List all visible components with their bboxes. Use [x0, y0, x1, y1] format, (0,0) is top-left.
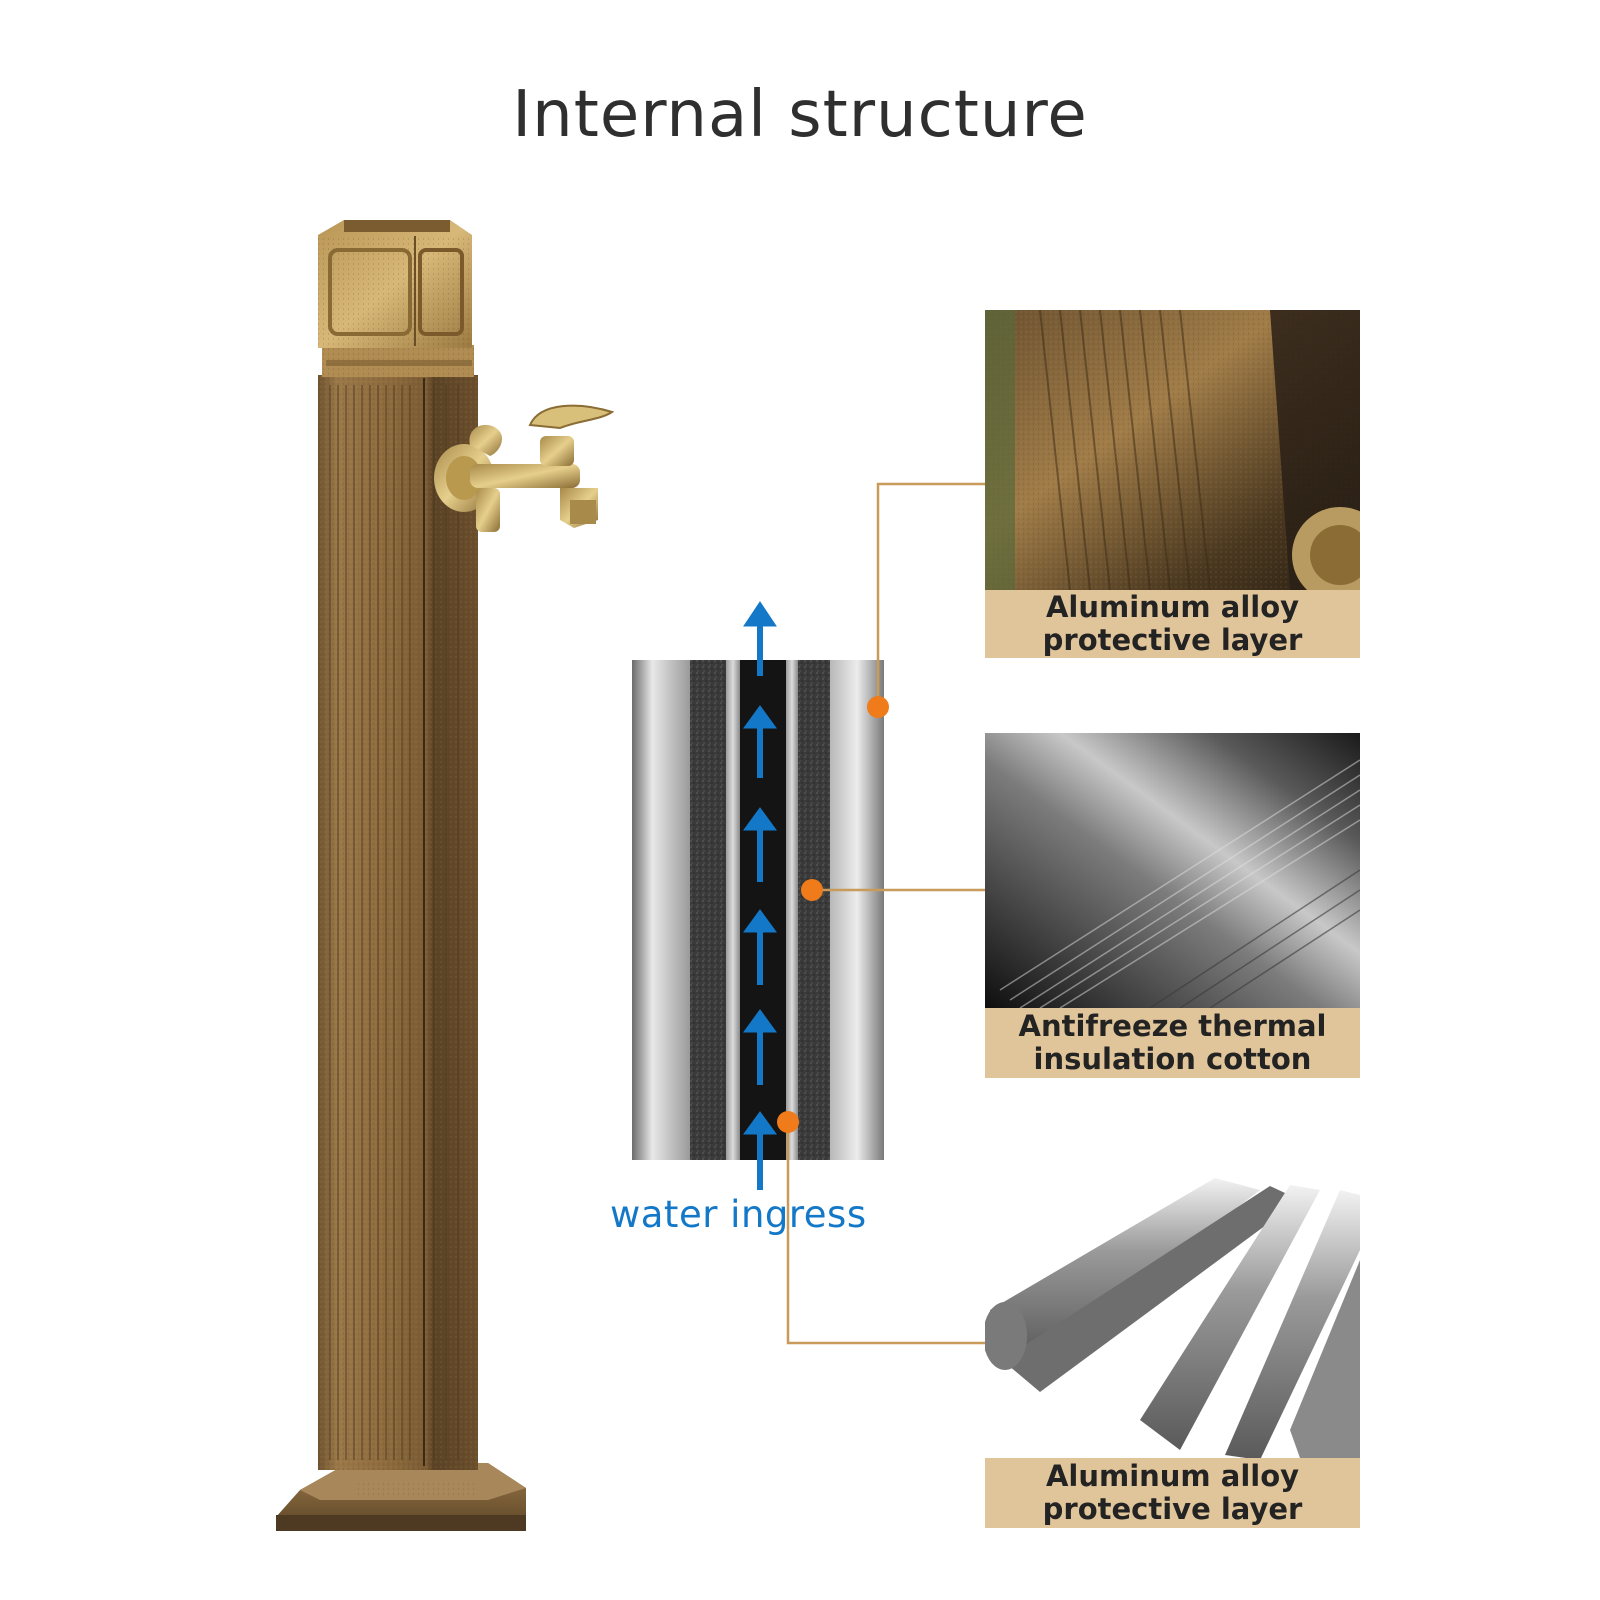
up-arrow-icon — [743, 1111, 777, 1190]
water-post — [276, 220, 615, 1531]
flow-arrows — [743, 601, 777, 1190]
panel-image-insulation — [985, 733, 1360, 1008]
pipe-cross-section — [632, 601, 884, 1190]
panel-image-post-texture — [985, 310, 1360, 590]
page-title: Internal structure — [512, 78, 1088, 152]
leader-lines — [786, 482, 985, 1345]
panel-image-aluminum-rods — [985, 1178, 1360, 1458]
panel-caption-alloy-top: Aluminum alloy protective layer — [985, 590, 1360, 658]
water-ingress-label: water ingress — [610, 1193, 867, 1236]
callout-dots — [777, 696, 889, 1133]
up-arrow-icon — [743, 705, 777, 778]
faucet-icon — [434, 404, 615, 532]
up-arrow-icon — [743, 601, 777, 676]
up-arrow-icon — [743, 1009, 777, 1085]
panel-caption-alloy-bottom: Aluminum alloy protective layer — [985, 1458, 1360, 1528]
up-arrow-icon — [743, 909, 777, 985]
panel-caption-insulation: Antifreeze thermal insulation cotton — [985, 1008, 1360, 1078]
up-arrow-icon — [743, 807, 777, 882]
